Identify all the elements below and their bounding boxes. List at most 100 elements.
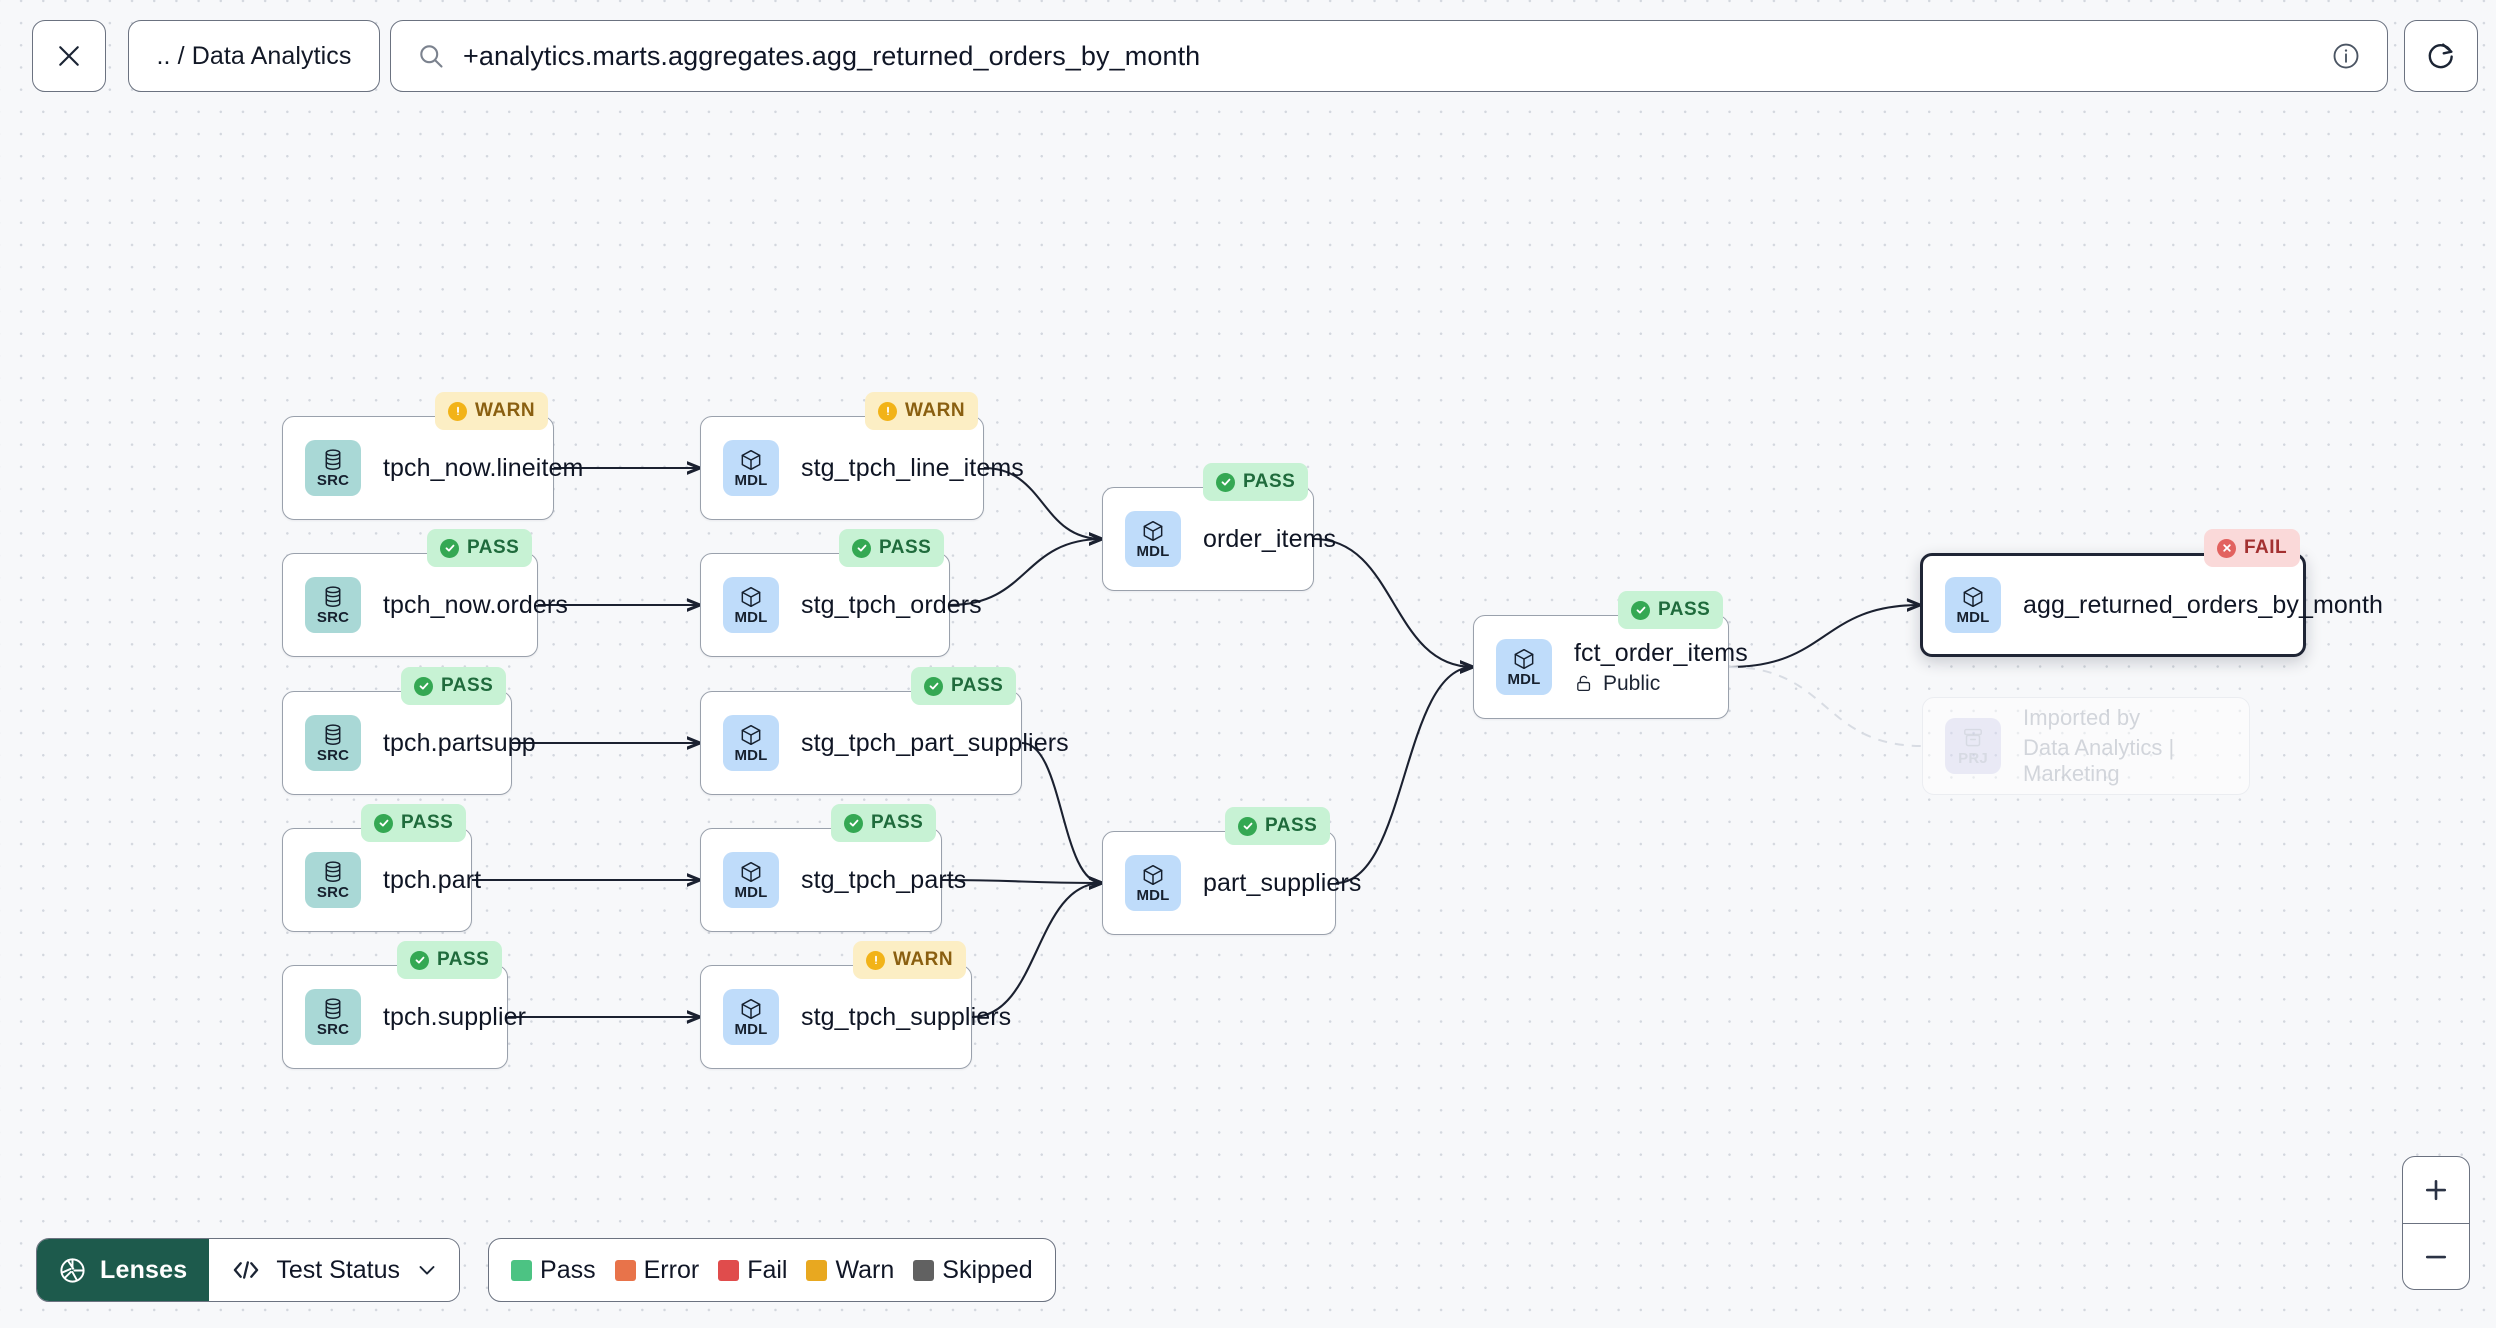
graph-node-stg_tpch_line_items[interactable]: MDL stg_tpch_line_items	[700, 416, 1024, 520]
node-body: order_items	[1203, 525, 1336, 554]
graph-node-tpch_supplier[interactable]: SRC tpch.supplier	[282, 965, 526, 1069]
cube-icon	[1143, 864, 1163, 886]
node-title: stg_tpch_suppliers	[801, 1002, 1012, 1031]
status-dot-icon	[410, 950, 429, 970]
legend-item-warn[interactable]: Warn	[806, 1256, 894, 1285]
status-badge-label: PASS	[467, 537, 520, 558]
unlock-icon	[1577, 675, 1591, 692]
top-toolbar: .. / Data Analytics +analytics.marts.agg…	[0, 0, 2496, 108]
node-type-label: SRC	[316, 747, 350, 764]
status-badge-pass: PASS	[397, 941, 503, 979]
status-dot-icon	[440, 538, 459, 558]
status-badge-pass: PASS	[839, 529, 945, 567]
node-title: stg_tpch_line_items	[801, 453, 1024, 482]
edge-stg_tpch_parts-to-part_suppliers	[941, 880, 1102, 883]
status-badge-label: PASS	[1658, 599, 1711, 620]
zoom-in-button[interactable]	[2403, 1157, 2469, 1223]
status-badge-label: PASS	[1265, 815, 1318, 836]
legend-item-fail[interactable]: Fail	[718, 1256, 787, 1285]
database-icon	[325, 724, 341, 745]
status-badge-pass: PASS	[911, 667, 1017, 705]
close-button[interactable]	[32, 20, 106, 92]
node-type-chip-mdl: MDL	[1945, 577, 2001, 633]
legend-item-pass[interactable]: Pass	[511, 1256, 596, 1285]
node-type-label: MDL	[734, 609, 768, 626]
search-icon	[420, 45, 443, 68]
node-body: tpch.supplier	[383, 1003, 526, 1032]
breadcrumb-label: .. / Data Analytics	[156, 41, 352, 70]
node-body: agg_returned_orders_by_month	[2023, 590, 2383, 620]
breadcrumb[interactable]: .. / Data Analytics	[128, 20, 380, 92]
node-body: tpch.partsupp	[383, 729, 536, 758]
node-type-chip-src: SRC	[305, 440, 361, 496]
legend-label: Pass	[540, 1255, 596, 1284]
node-type-label: SRC	[316, 472, 350, 489]
chevron-down-icon	[419, 1266, 435, 1275]
node-type-label: MDL	[734, 472, 768, 489]
search-input[interactable]: +analytics.marts.aggregates.agg_returned…	[463, 40, 1201, 71]
legend-item-skipped[interactable]: Skipped	[913, 1256, 1033, 1285]
node-type-chip-mdl: MDL	[1125, 855, 1181, 911]
edge-stg_tpch_suppliers-to-part_suppliers	[971, 883, 1102, 1019]
graph-node-stg_tpch_part_suppliers[interactable]: MDL stg_tpch_part_suppliers	[700, 691, 1069, 795]
cube-icon	[741, 449, 761, 471]
status-badge-warn: WARN	[853, 941, 967, 979]
refresh-button[interactable]	[2404, 20, 2478, 92]
node-body: stg_tpch_orders	[801, 591, 982, 620]
node-body: stg_tpch_part_suppliers	[801, 729, 1069, 758]
close-icon	[59, 46, 79, 66]
status-badge-pass: PASS	[361, 804, 467, 842]
node-type-label: MDL	[1956, 609, 1990, 626]
node-subtitle-text: Data Analytics | Marketing	[2023, 735, 2175, 786]
legend-label: Fail	[747, 1255, 788, 1284]
zoom-controls	[2402, 1156, 2470, 1290]
zoom-out-button[interactable]	[2403, 1223, 2469, 1289]
lenses-label: Lenses	[100, 1255, 188, 1284]
status-badge-label: PASS	[437, 949, 490, 970]
status-dot-icon	[924, 676, 943, 696]
node-title: stg_tpch_parts	[801, 865, 967, 894]
node-type-chip-src: SRC	[305, 989, 361, 1045]
status-badge-label: PASS	[951, 675, 1004, 696]
graph-node-tpch_partsupp[interactable]: SRC tpch.partsupp	[282, 691, 536, 795]
test-status-dropdown[interactable]: Test Status	[209, 1239, 460, 1301]
status-legend: Pass Error Fail Warn Skipped	[488, 1238, 1056, 1302]
graph-node-agg_returned_orders_by_month[interactable]: MDL agg_returned_orders_by_month	[1920, 553, 2383, 657]
search-bar[interactable]: +analytics.marts.aggregates.agg_returned…	[390, 20, 2388, 92]
node-title: tpch.part	[383, 865, 482, 894]
node-title: agg_returned_orders_by_month	[2023, 590, 2383, 619]
edge-order_items-to-fct_order_items	[1313, 537, 1473, 667]
node-body: stg_tpch_suppliers	[801, 1002, 1012, 1032]
graph-node-stg_tpch_orders[interactable]: MDL stg_tpch_orders	[700, 553, 982, 657]
node-type-chip-prj: PRJ	[1945, 718, 2001, 774]
refresh-icon	[2428, 43, 2453, 69]
lenses-button[interactable]: Lenses	[37, 1239, 210, 1301]
legend-label: Error	[643, 1255, 700, 1284]
info-icon[interactable]	[2331, 41, 2361, 71]
node-title: fct_order_items	[1574, 638, 1748, 667]
node-title: tpch_now.lineitem	[383, 453, 584, 482]
node-type-chip-mdl: MDL	[1496, 639, 1552, 695]
aperture-icon	[60, 1257, 85, 1283]
cube-icon	[741, 724, 761, 746]
graph-node-tpch_now_lineitem[interactable]: SRC tpch_now.lineitem	[282, 416, 584, 520]
node-subtitle: Public	[1574, 672, 1728, 696]
legend-item-error[interactable]: Error	[614, 1255, 700, 1285]
status-badge-label: WARN	[905, 400, 966, 421]
node-body: tpch_now.lineitem	[383, 453, 584, 483]
node-type-chip-mdl: MDL	[723, 715, 779, 771]
status-badge-label: PASS	[871, 812, 924, 833]
bottom-toolbar: Lenses Test Status Pass Error Fail Warn Skip…	[36, 1238, 1056, 1302]
database-icon	[325, 998, 341, 1019]
status-dot-icon	[844, 813, 863, 833]
